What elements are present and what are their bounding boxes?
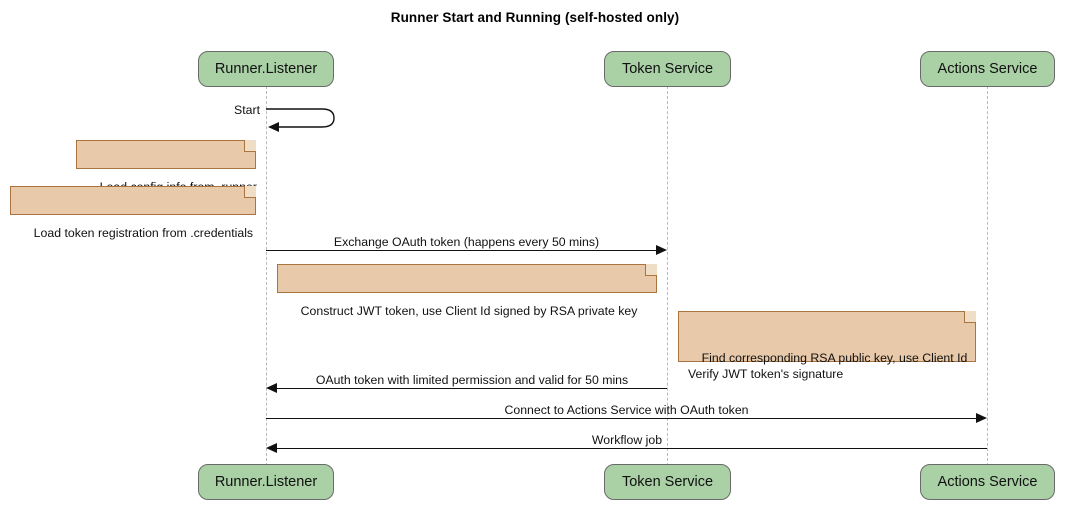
message-line-workflow-job [277, 448, 987, 449]
message-label-workflow-job: Workflow job [591, 433, 663, 447]
message-label-oauth-token-reply: OAuth token with limited permission and … [315, 373, 629, 387]
note-construct-jwt-token: Construct JWT token, use Client Id signe… [277, 264, 657, 318]
arrowhead-left [266, 443, 277, 453]
participant-label: Actions Service [937, 61, 1038, 77]
participant-label: Actions Service [937, 474, 1038, 490]
arrowhead-right [656, 245, 667, 255]
message-label-connect-to-actions-service: Connect to Actions Service with OAuth to… [504, 403, 749, 417]
note-fold-corner [964, 311, 976, 323]
note-fold-corner [244, 140, 256, 152]
message-line-oauth-token-reply [277, 388, 667, 389]
participant-label: Token Service [621, 61, 714, 77]
participant-runner-listener-bottom[interactable]: Runner.Listener [198, 464, 334, 500]
participant-token-service-top[interactable]: Token Service [604, 51, 731, 87]
message-self-start [266, 104, 338, 132]
note-text: Construct JWT token, use Client Id signe… [300, 304, 638, 318]
note-fold-corner [244, 186, 256, 198]
note-fold-corner [645, 264, 657, 276]
participant-actions-service-top[interactable]: Actions Service [920, 51, 1055, 87]
lifeline-actions-service [987, 86, 988, 466]
message-label-start: Start [234, 103, 260, 117]
page-title: Runner Start and Running (self-hosted on… [390, 10, 680, 25]
lifeline-token-service [667, 86, 668, 466]
arrowhead-left [266, 383, 277, 393]
note-load-config-info: Load config info from .runner [76, 140, 257, 194]
participant-label: Runner.Listener [214, 61, 318, 77]
message-label-exchange-oauth-token: Exchange OAuth token (happens every 50 m… [333, 235, 600, 249]
participant-label: Token Service [621, 474, 714, 490]
participant-runner-listener-top[interactable]: Runner.Listener [198, 51, 334, 87]
message-line-exchange-oauth-token [266, 250, 656, 251]
lifeline-runner [266, 86, 267, 466]
participant-token-service-bottom[interactable]: Token Service [604, 464, 731, 500]
arrowhead-right [976, 413, 987, 423]
note-text: Find corresponding RSA public key, use C… [688, 351, 968, 381]
message-line-connect-to-actions-service [266, 418, 976, 419]
note-verify-jwt-signature: Find corresponding RSA public key, use C… [678, 311, 976, 381]
note-text: Load token registration from .credential… [33, 226, 254, 240]
participant-label: Runner.Listener [214, 474, 318, 490]
participant-actions-service-bottom[interactable]: Actions Service [920, 464, 1055, 500]
note-load-token-registration: Load token registration from .credential… [10, 186, 256, 240]
